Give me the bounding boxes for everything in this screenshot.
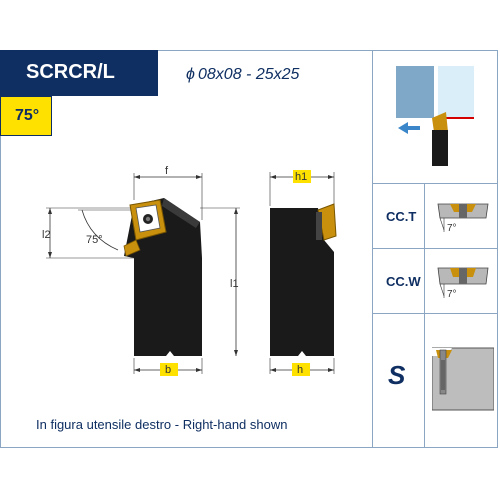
- screw-clamp-icon: [432, 347, 494, 411]
- angle-label: 75°: [15, 107, 40, 124]
- dim-h1: h1: [295, 171, 307, 183]
- machining-diagram: [396, 66, 474, 166]
- panel-divider: [372, 50, 373, 448]
- angle-badge: [0, 96, 52, 136]
- title-banner: [0, 50, 158, 96]
- panel-col-divider: [424, 183, 425, 448]
- outer-frame: [0, 50, 498, 448]
- dim-f: f: [165, 165, 169, 177]
- dim-angle: 75°: [86, 234, 103, 246]
- panel-row-divider-2: [372, 248, 498, 249]
- front-view: f l2 75° l1 b: [42, 165, 240, 376]
- tool-code: SCRCR/L: [26, 61, 115, 83]
- cc-t-angle: 7°: [447, 223, 457, 234]
- cc-t-insert-icon: 7°: [437, 203, 489, 234]
- dim-h: h: [297, 364, 303, 376]
- panel-row-divider-1: [372, 183, 498, 184]
- cc-w-angle: 7°: [447, 289, 457, 300]
- cc-t-label: CC.T: [386, 209, 417, 224]
- diameter-symbol: ϕ: [186, 66, 195, 83]
- dim-l2: l2: [42, 229, 51, 241]
- size-range: 08x08 - 25x25: [198, 66, 300, 83]
- side-view: h1 h: [269, 170, 337, 376]
- cc-w-insert-icon: 7°: [437, 267, 489, 300]
- cc-w-label: CC.W: [386, 274, 421, 289]
- dim-b: b: [165, 364, 171, 376]
- tool-drawing: f l2 75° l1 b: [42, 165, 337, 376]
- panel-row-divider-3: [372, 313, 498, 314]
- dim-l1: l1: [230, 278, 239, 290]
- caption: In figura utensile destro - Right-hand s…: [36, 417, 288, 432]
- screw-type-label: S: [388, 360, 406, 390]
